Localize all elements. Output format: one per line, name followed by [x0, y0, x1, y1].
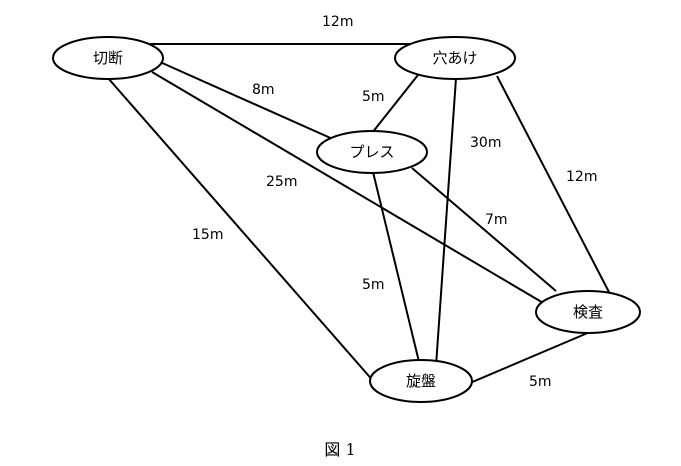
node-lathe-label: 旋盤: [406, 372, 436, 390]
node-lathe: 旋盤: [369, 359, 473, 403]
node-inspection: 検査: [535, 290, 641, 334]
edge-press-lathe: [372, 171, 421, 367]
edge-cutting-inspection: [151, 71, 546, 305]
edge-cutting-press: [159, 61, 336, 141]
node-cutting: 切断: [52, 36, 164, 80]
node-inspection-label: 検査: [573, 303, 603, 321]
figure-caption: 図 1: [324, 440, 355, 459]
edge-drilling-lathe: [435, 77, 457, 367]
edge-label-lathe-inspection: 5m: [529, 374, 552, 390]
edge-lathe-inspection: [469, 331, 591, 384]
edge-drilling-inspection: [496, 75, 611, 295]
edge-press-inspection: [411, 167, 557, 292]
edge-label-press-inspection: 7m: [485, 212, 508, 228]
edge-label-cutting-press: 8m: [252, 82, 275, 98]
edge-label-drilling-lathe: 30m: [470, 135, 501, 151]
edge-label-cutting-drilling: 12m: [322, 14, 353, 30]
node-press-label: プレス: [349, 143, 394, 161]
edge-label-drilling-inspection: 12m: [566, 169, 597, 185]
node-drilling-label: 穴あけ: [432, 49, 477, 67]
edge-label-cutting-inspection: 25m: [266, 174, 297, 190]
edge-cutting-lathe: [107, 77, 376, 384]
edge-drilling-press: [371, 74, 419, 134]
edge-label-cutting-lathe: 15m: [192, 227, 223, 243]
node-drilling: 穴あけ: [394, 36, 516, 80]
node-cutting-label: 切断: [93, 49, 123, 67]
edge-label-press-lathe: 5m: [362, 277, 385, 293]
node-press: プレス: [316, 130, 428, 174]
edge-label-drilling-press: 5m: [362, 89, 385, 105]
